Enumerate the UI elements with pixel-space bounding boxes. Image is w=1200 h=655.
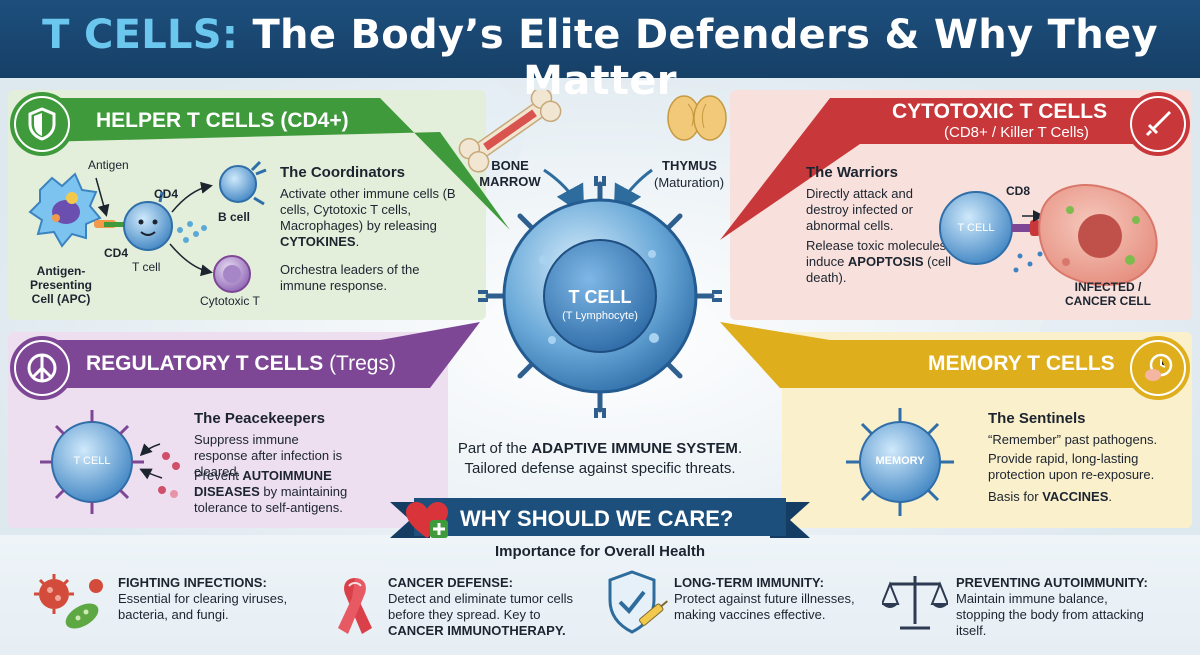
cytotoxic-label-infected: INFECTED / CANCER CELL [1065, 280, 1151, 308]
central-tcell-diagram [458, 90, 727, 418]
memory-title: MEMORY T CELLS [928, 352, 1115, 375]
cytotoxic-badge [1126, 92, 1190, 156]
germs-icon [34, 574, 103, 629]
importance-text-4: Maintain immune balance, stopping the bo… [956, 591, 1144, 638]
page-title: T CELLS: The Body’s Elite Defenders & Wh… [0, 12, 1200, 104]
helper-heading: The Coordinators [280, 164, 406, 181]
importance-title-3: LONG-TERM IMMUNITY: [674, 575, 824, 590]
title-main: The Body’s Elite Defenders & Why They Ma… [252, 12, 1158, 104]
cytotoxic-label-cd8: CD8 [1006, 184, 1031, 198]
thymus-label: THYMUS [662, 158, 717, 173]
shield-icon [28, 107, 56, 141]
regulatory-ribbon-shape [40, 322, 480, 388]
importance-title-1: FIGHTING INFECTIONS: [118, 575, 267, 590]
tcell-sublabel: (T Lymphocyte) [562, 310, 638, 322]
memory-heading: The Sentinels [988, 410, 1086, 427]
helper-label-cd4-left: CD4 [104, 246, 129, 260]
importance-title-2: CANCER DEFENSE: [388, 575, 513, 590]
helper-text1: Activate other immune cells (B cells, Cy… [280, 186, 456, 249]
thymus-icon [667, 95, 727, 141]
bone-marrow-label: BONE MARROW [479, 158, 541, 189]
cytotoxic-diagram [939, 184, 1158, 286]
cytotoxic-text1: Directly attack and destroy infected or … [806, 186, 913, 233]
sword-icon [1145, 111, 1171, 137]
helper-label-bcell: B cell [218, 210, 251, 224]
helper-tcell [123, 201, 173, 251]
memory-text3: Basis for VACCINES. [988, 489, 1113, 504]
helper-title: HELPER T CELLS (CD4+) [96, 109, 349, 132]
why-subtitle: Importance for Overall Health [494, 543, 706, 560]
importance-text-1: Essential for clearing viruses, bacteria… [118, 591, 288, 622]
helper-badge [10, 92, 74, 156]
helper-bcell [219, 165, 257, 203]
memory-label: MEMORY [875, 455, 925, 467]
helper-label-antigen: Antigen [88, 158, 129, 172]
ribbon-icon [338, 578, 372, 634]
thymus-sublabel: (Maturation) [654, 175, 725, 190]
regulatory-label-tcell: T CELL [73, 455, 111, 467]
scales-icon [882, 576, 948, 630]
peace-icon [27, 353, 57, 383]
heart-cross-icon [406, 502, 448, 538]
cytotoxic-title: CYTOTOXIC T CELLS [892, 100, 1108, 123]
cytotoxic-subtitle: (CD8+ / Killer T Cells) [944, 124, 1089, 141]
cytotoxic-heading: The Warriors [806, 164, 898, 181]
importance-text-3: Protect against future illnesses, making… [674, 591, 855, 622]
importance-title-4: PREVENTING AUTOIMMUNITY: [956, 575, 1148, 590]
memory-diagram [846, 408, 954, 516]
cytotoxic-ribbon-shape [720, 98, 1160, 240]
why-banner-title: WHY SHOULD WE CARE? [460, 506, 734, 531]
regulatory-title: REGULATORY T CELLS (Tregs) [86, 352, 396, 375]
adaptive-line2: Tailored defense against specific threat… [464, 460, 736, 477]
title-bar [0, 0, 1200, 78]
clock-brain-icon [1145, 353, 1173, 381]
helper-text2: Orchestra leaders of the immune response… [280, 262, 420, 293]
regulatory-text1: Suppress immune response after infection… [194, 432, 343, 479]
helper-label-cd4-top: CD4 [154, 187, 179, 201]
memory-badge [1126, 336, 1190, 400]
importance-text-2: Detect and eliminate tumor cells before … [388, 591, 573, 638]
title-highlight: T CELLS: [42, 12, 239, 58]
regulatory-heading: The Peacekeepers [194, 410, 325, 427]
shield-syringe-icon [608, 570, 668, 634]
regulatory-badge [10, 336, 74, 400]
adaptive-line1: Part of the ADAPTIVE IMMUNE SYSTEM. [457, 440, 743, 457]
helper-diagram [28, 160, 267, 293]
regulatory-diagram [40, 410, 180, 514]
bone-icon [458, 90, 562, 173]
helper-label-cytotoxic: Cytotoxic T [200, 294, 260, 308]
tcell-label: T CELL [568, 287, 632, 307]
memory-ribbon-shape [720, 322, 1160, 388]
helper-label-tcell: T cell [132, 260, 161, 274]
memory-text2: Provide rapid, long-lasting protection u… [988, 451, 1155, 482]
helper-label-apc: Antigen-Presenting Cell (APC) [29, 264, 92, 306]
memory-text1: “Remember” past pathogens. [988, 432, 1158, 447]
regulatory-text2: Prevent AUTOIMMUNE DISEASES by maintaini… [194, 468, 348, 515]
helper-ribbon-shape [40, 98, 510, 230]
cytotoxic-label-tcell: T CELL [957, 222, 995, 234]
why-banner-shape [390, 498, 810, 538]
cytotoxic-text2: Release toxic molecules to induce APOPTO… [806, 238, 961, 285]
